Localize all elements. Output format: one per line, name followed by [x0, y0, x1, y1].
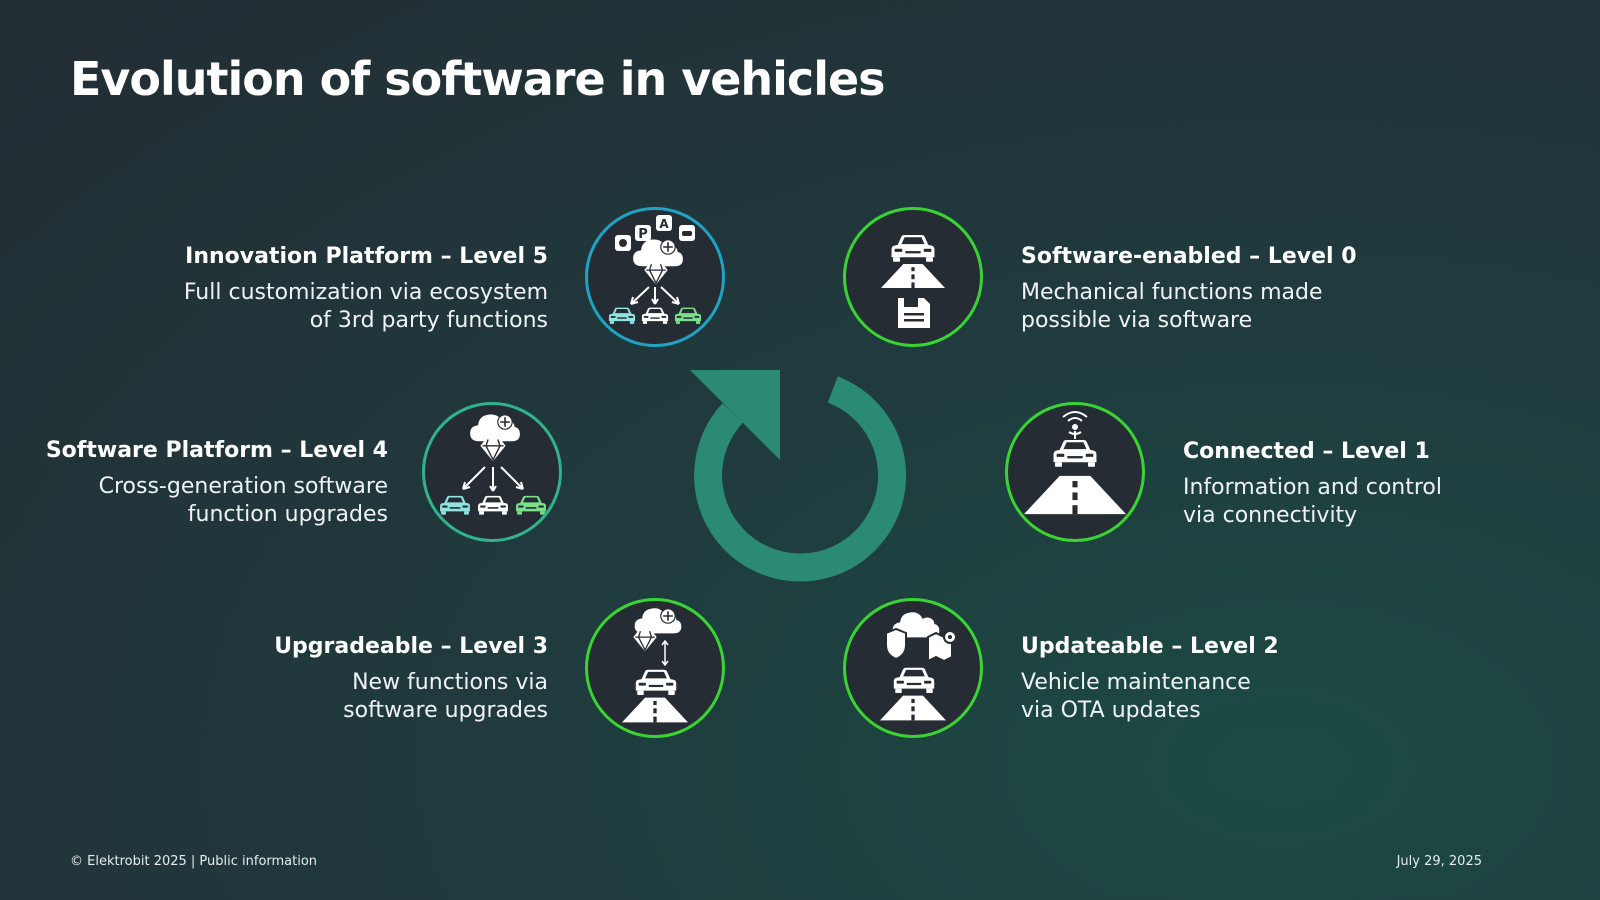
svg-text:P: P	[638, 227, 648, 242]
level-5-description-line-2: of 3rd party functions	[309, 308, 548, 333]
level-0-description-line-2: possible via software	[1021, 308, 1253, 333]
level-4-icon-circle	[422, 402, 562, 542]
svg-text:A: A	[659, 217, 669, 231]
cloud-shield-map-car-icon	[880, 612, 957, 721]
level-3-icon-circle	[585, 598, 725, 738]
level-5-icon-circle: P A	[585, 207, 725, 347]
level-5-description-line-1: Full customization via ecosystem	[183, 280, 548, 305]
cycle-arrow-icon	[690, 370, 907, 582]
level-2-text: Updateable – Level 2 Vehicle maintenance…	[1021, 634, 1461, 725]
level-2-heading: Updateable – Level 2	[1021, 634, 1279, 659]
level-3-text: Upgradeable – Level 3 New functions via …	[108, 634, 548, 725]
level-1-description-line-2: via connectivity	[1183, 503, 1358, 528]
footer-copyright: © Elektrobit 2025 | Public information	[70, 854, 318, 869]
level-3-description-line-1: New functions via	[352, 670, 548, 695]
level-1-icon-circle	[1005, 402, 1145, 542]
level-1-text: Connected – Level 1 Information and cont…	[1183, 439, 1600, 530]
level-3-description-line-2: software upgrades	[343, 698, 548, 723]
level-5-text: Innovation Platform – Level 5 Full custo…	[108, 244, 548, 335]
level-4-text: Software Platform – Level 4 Cross-genera…	[0, 438, 388, 529]
cloud-diamond-three-cars-icon	[440, 414, 546, 515]
connected-car-antenna-icon	[1024, 411, 1126, 515]
level-5-heading: Innovation Platform – Level 5	[185, 244, 548, 269]
footer-date: July 29, 2025	[1396, 854, 1482, 869]
level-0-icon-circle	[843, 207, 983, 347]
level-0-heading: Software-enabled – Level 0	[1021, 244, 1357, 269]
level-4-description-line-1: Cross-generation software	[98, 474, 388, 499]
slide-title: Evolution of software in vehicles	[70, 52, 886, 106]
level-1-heading: Connected – Level 1	[1183, 439, 1430, 464]
app-ecosystem-cloud-cars-icon: P A	[608, 215, 702, 324]
level-0-description-line-1: Mechanical functions made	[1021, 280, 1323, 305]
cloud-diamond-car-icon	[622, 608, 688, 723]
level-2-icon-circle	[843, 598, 983, 738]
level-4-heading: Software Platform – Level 4	[45, 438, 388, 463]
level-2-description-line-2: via OTA updates	[1021, 698, 1201, 723]
level-4-description-line-2: function upgrades	[187, 502, 388, 527]
car-road-floppy-icon	[881, 234, 945, 328]
level-3-heading: Upgradeable – Level 3	[274, 634, 548, 659]
level-2-description-line-1: Vehicle maintenance	[1021, 670, 1251, 695]
level-1-description-line-1: Information and control	[1183, 475, 1442, 500]
level-0-text: Software-enabled – Level 0 Mechanical fu…	[1021, 244, 1461, 335]
